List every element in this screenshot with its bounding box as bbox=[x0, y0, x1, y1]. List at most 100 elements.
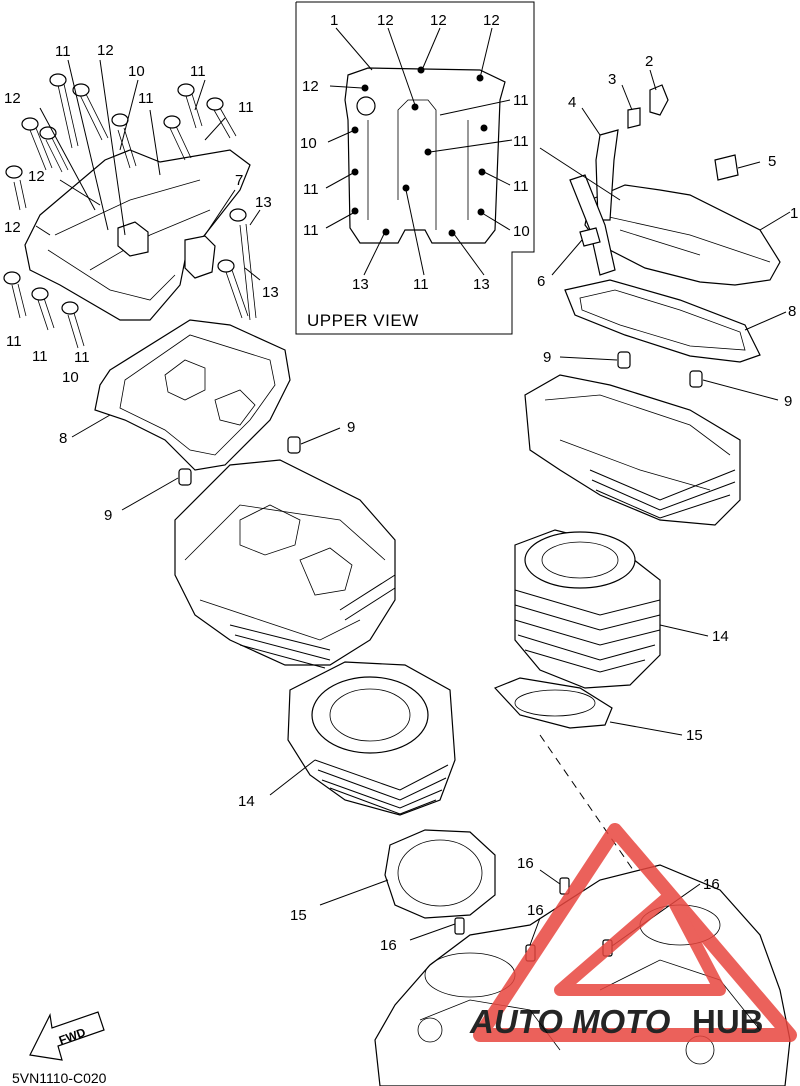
fwd-arrow: FWD bbox=[29, 1011, 105, 1061]
dowel-16-d bbox=[454, 917, 465, 935]
gasket-15-rear bbox=[493, 677, 613, 729]
front-cover-bolts bbox=[3, 73, 257, 349]
uv-label-11a: 11 bbox=[513, 92, 529, 109]
watermark-inner-triangle bbox=[554, 889, 726, 996]
front-label-11a: 11 bbox=[55, 43, 71, 60]
uv-label-12d: 12 bbox=[302, 78, 319, 95]
gasket-8-outer bbox=[94, 319, 291, 471]
front-head-contours bbox=[184, 504, 386, 641]
uv-label-1: 1 bbox=[330, 12, 338, 29]
uv-label-13b: 13 bbox=[473, 276, 490, 293]
front-label-12b: 12 bbox=[4, 90, 21, 107]
rear-head-body bbox=[524, 374, 741, 526]
uv-label-12b: 12 bbox=[430, 12, 447, 29]
front-label-11c: 11 bbox=[138, 90, 154, 107]
front-label-10a: 10 bbox=[128, 63, 145, 80]
union-2 bbox=[649, 84, 669, 116]
front-label-7: 7 bbox=[235, 172, 243, 189]
label-9-rear-a: 9 bbox=[543, 349, 551, 366]
gasket-8-leader bbox=[71, 414, 111, 438]
front-cylinder: 14 bbox=[238, 661, 456, 816]
front-label-11f: 11 bbox=[32, 348, 48, 365]
breather-fitting-5 bbox=[714, 154, 739, 181]
watermark-triangle bbox=[473, 823, 797, 1042]
cylinder-head-cover-top bbox=[344, 67, 506, 244]
rear-cylinder: 14 bbox=[514, 529, 729, 689]
label-16-d: 16 bbox=[380, 937, 397, 954]
front-label-10b: 10 bbox=[62, 369, 79, 386]
label-16-c: 16 bbox=[527, 902, 544, 919]
front-label-11d: 11 bbox=[238, 99, 254, 116]
cover-rib bbox=[397, 99, 437, 230]
front-cover-boss-a bbox=[117, 221, 149, 257]
uv-label-11d: 11 bbox=[513, 178, 529, 195]
upper-view-leaders bbox=[325, 27, 513, 276]
front-label-12a: 12 bbox=[97, 42, 114, 59]
uv-label-11b: 11 bbox=[513, 133, 529, 150]
front-label-11e: 11 bbox=[6, 333, 22, 350]
upper-view-frame bbox=[295, 1, 535, 335]
gasket-8-rear bbox=[564, 279, 761, 363]
front-head-chambers bbox=[239, 504, 353, 596]
front-cover-leaders bbox=[35, 59, 261, 281]
uv-label-10b: 10 bbox=[513, 223, 530, 240]
rear-cylinder-top bbox=[524, 531, 636, 589]
front-cylinder-bore bbox=[329, 688, 411, 742]
front-head-cover-group: 11 12 10 11 12 11 11 12 12 13 13 11 11 1… bbox=[3, 42, 279, 386]
label-2: 2 bbox=[645, 53, 653, 70]
gasket-8-inner bbox=[119, 334, 276, 456]
label-6: 6 bbox=[537, 273, 545, 290]
diagram-code: 5VN1110-C020 bbox=[12, 1070, 107, 1086]
rear-head-fins bbox=[589, 469, 736, 519]
label-8-left: 8 bbox=[59, 430, 67, 447]
uv-label-11e: 11 bbox=[303, 222, 319, 239]
front-cylinder-top bbox=[311, 676, 429, 754]
dowel-9-rear-b bbox=[689, 370, 703, 388]
label-16-b: 16 bbox=[703, 876, 720, 893]
rear-head-cover-group: 2 3 4 5 6 1 bbox=[537, 53, 798, 290]
label-8-right: 8 bbox=[788, 303, 796, 320]
front-cover-contours bbox=[47, 179, 211, 301]
front-head-fins bbox=[229, 574, 396, 669]
cover-ribs bbox=[367, 120, 469, 220]
dowel-9-front-a bbox=[287, 436, 301, 454]
label-16-a: 16 bbox=[517, 855, 534, 872]
label-3: 3 bbox=[608, 71, 616, 88]
upper-view-title: UPPER VIEW bbox=[307, 311, 419, 330]
front-cover-boss-b bbox=[184, 235, 216, 279]
alignment-centerline bbox=[539, 734, 641, 881]
gasket-15-front bbox=[384, 829, 496, 919]
watermark-text-moto: MOTO bbox=[572, 1003, 671, 1040]
front-head-body bbox=[174, 459, 396, 666]
label-14-rear: 14 bbox=[712, 628, 729, 645]
front-cylinder-head bbox=[174, 459, 396, 669]
front-head-cover-gasket: 8 bbox=[59, 319, 291, 471]
breather-hose-4 bbox=[595, 129, 619, 221]
label-1: 1 bbox=[790, 205, 798, 222]
watermark-text-hub: HUB bbox=[692, 1003, 764, 1040]
uv-label-11c: 11 bbox=[303, 181, 319, 198]
front-label-11b: 11 bbox=[190, 63, 206, 80]
label-14-front: 14 bbox=[238, 793, 255, 810]
clip-6 bbox=[579, 227, 601, 247]
bolt-boss bbox=[356, 96, 376, 116]
rear-cover-contours bbox=[599, 214, 771, 263]
bolt-holes bbox=[351, 66, 488, 237]
front-label-13b: 13 bbox=[262, 284, 279, 301]
label-9-front-b: 9 bbox=[104, 507, 112, 524]
label-9-front-a: 9 bbox=[347, 419, 355, 436]
uv-label-11f: 11 bbox=[413, 276, 429, 293]
clip-3 bbox=[627, 107, 641, 129]
rear-dowels: 9 9 bbox=[543, 349, 792, 410]
uv-label-12c: 12 bbox=[483, 12, 500, 29]
dowel-9-rear-a bbox=[617, 351, 631, 369]
gasket-8-cutouts bbox=[164, 359, 256, 426]
front-label-13a: 13 bbox=[255, 194, 272, 211]
label-9-rear-b: 9 bbox=[784, 393, 792, 410]
front-label-11g: 11 bbox=[74, 349, 90, 366]
front-cylinder-fins bbox=[314, 759, 449, 815]
label-4: 4 bbox=[568, 94, 576, 111]
front-dowels: 9 9 bbox=[104, 419, 355, 524]
upper-view-inset: 1 12 12 12 12 11 10 11 11 11 11 10 13 11… bbox=[295, 1, 535, 335]
